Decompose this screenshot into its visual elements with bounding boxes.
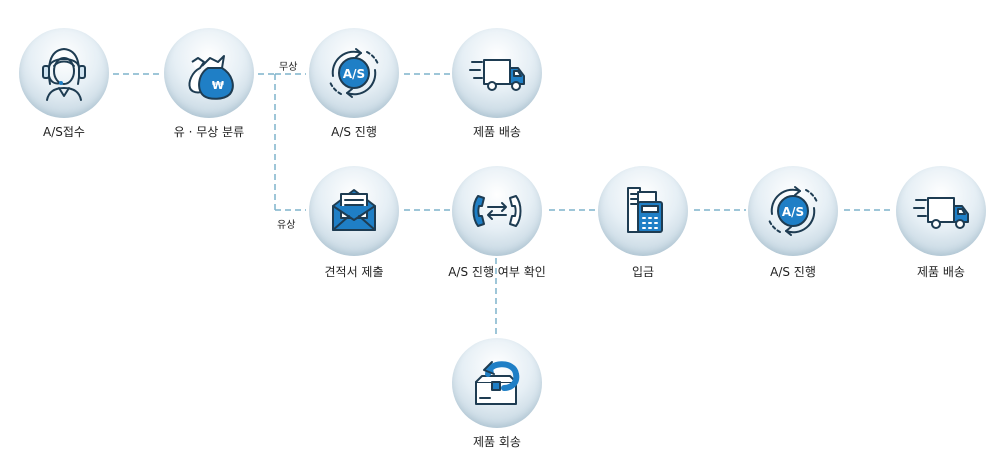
step-deposit-label: 입금 [631,265,655,279]
step-return [452,338,542,428]
svg-text:₩: ₩ [212,79,224,92]
step-delivery-free-label: 제품 배송 [473,125,521,139]
as-badge-text: A/S [343,67,365,81]
return-box-icon [475,361,520,405]
step-as-progress-free-label: A/S 진행 [331,125,377,139]
payment-terminal-icon [627,187,663,233]
as-cycle-icon: A/S [768,186,818,236]
delivery-truck-icon [913,197,969,229]
as-badge-text: A/S [782,205,804,219]
step-delivery-free [452,28,542,118]
step-deposit [598,166,688,256]
step-delivery-paid [896,166,986,256]
step-estimate [309,166,399,256]
phone-exchange-icon [472,195,522,227]
envelope-icon [332,189,376,231]
step-classify: ₩ [164,28,254,118]
step-as-progress-paid: A/S [748,166,838,256]
step-estimate-label: 견적서 제출 [324,265,384,279]
money-bag-icon: ₩ [188,55,234,100]
headset-agent-icon [42,48,86,101]
branch-label-free: 무상 [279,62,298,73]
step-as-progress-free: A/S [309,28,399,118]
step-confirm-label: A/S 진행 여부 확인 [448,265,546,279]
branch-label-paid: 유상 [277,220,296,231]
step-confirm [452,166,542,256]
step-receipt [19,28,109,118]
step-receipt-label: A/S접수 [43,125,85,139]
step-as-progress-paid-label: A/S 진행 [770,265,816,279]
as-cycle-icon: A/S [329,48,379,98]
delivery-truck-icon [469,59,525,91]
step-delivery-paid-label: 제품 배송 [917,265,965,279]
step-classify-label: 유 · 무상 분류 [173,125,245,139]
step-return-label: 제품 회송 [473,435,521,449]
